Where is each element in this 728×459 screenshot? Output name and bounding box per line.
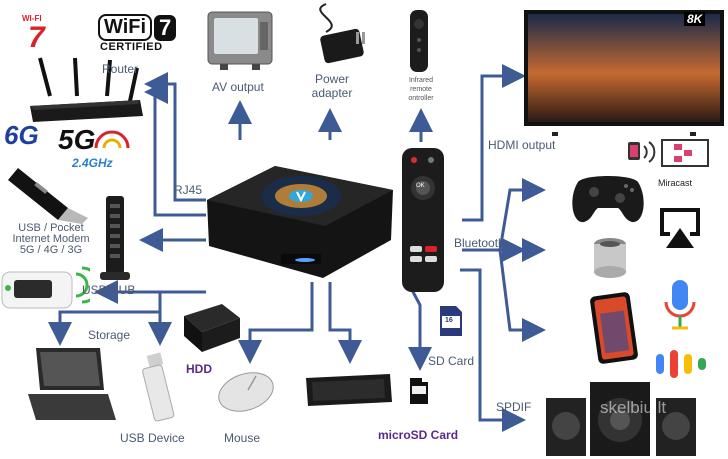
usb-modem-stick-image bbox=[8, 168, 88, 224]
8k-badge: 8K bbox=[684, 12, 706, 26]
usb-flash-drive-image bbox=[142, 352, 175, 422]
keyboard-image bbox=[306, 374, 392, 406]
crt-tv-image bbox=[207, 11, 273, 70]
6g-badge: 6G bbox=[4, 120, 39, 150]
usb-hub-label: USB HUB bbox=[82, 283, 136, 297]
miracast-label: Miracast bbox=[658, 178, 693, 188]
infrared-label: Infrared remote ontroller bbox=[398, 76, 444, 103]
power-adapter-image bbox=[319, 3, 365, 64]
usb-modem-line3: 5G / 4G / 3G bbox=[19, 244, 83, 256]
av-output-label: AV output bbox=[212, 80, 264, 94]
remote-control-image bbox=[402, 148, 444, 292]
tv-box-image bbox=[207, 166, 393, 278]
mouse-image bbox=[218, 372, 274, 412]
infrared-line3: ontroller bbox=[408, 95, 434, 102]
hdd-label: HDD bbox=[186, 362, 212, 376]
wifi-logo-number: 7 bbox=[154, 14, 177, 41]
mouse-label: Mouse bbox=[224, 431, 261, 445]
hdd-image bbox=[184, 304, 240, 352]
certified-text: CERTIFIED bbox=[100, 41, 163, 53]
microsd-card-label: microSD Card bbox=[378, 428, 459, 442]
power-adapter-label: Power adapter bbox=[306, 72, 358, 100]
usb-device-label: USB Device bbox=[120, 431, 185, 445]
arrow-storage-left bbox=[48, 292, 162, 346]
infrared-line2: remote bbox=[410, 86, 432, 93]
spdif-label: SPDIF bbox=[496, 400, 532, 414]
wifi-logo-text: WiFi bbox=[98, 14, 153, 41]
wifi-mini-label: WI-FI bbox=[22, 14, 42, 23]
usb-modem-line1: USB / Pocket bbox=[18, 222, 84, 234]
bluetooth-speaker-image bbox=[594, 238, 626, 278]
hdtv-image bbox=[524, 10, 724, 136]
arrow-router-2 bbox=[144, 80, 206, 217]
remote-ok-button: OK bbox=[416, 183, 425, 189]
wifi7-mini-badge: WI-FI 7 bbox=[22, 14, 62, 58]
sd-card-label: SD Card bbox=[428, 354, 475, 368]
gamepad-image bbox=[572, 176, 644, 223]
signal-arc-icon bbox=[94, 130, 130, 149]
google-mic-icon bbox=[664, 280, 696, 330]
usb-hub-image bbox=[100, 196, 130, 280]
sd-card-size: 16 bbox=[445, 317, 453, 324]
usb-modem-line2: Internet Modem bbox=[12, 233, 90, 245]
arrow-sd bbox=[408, 289, 432, 371]
infrared-line1: Infrared bbox=[408, 77, 434, 84]
airplay-icon bbox=[660, 208, 700, 248]
bluetooth-label: Bluetooth bbox=[454, 236, 505, 250]
spdif-speaker-system-image bbox=[546, 382, 696, 456]
smartphone-image bbox=[590, 292, 638, 364]
wifi7-certified-logo: WiFi 7 CERTIFIED bbox=[98, 14, 188, 58]
sd-card-image bbox=[440, 306, 462, 336]
router-image bbox=[30, 57, 143, 122]
usb-modem-label: USB / Pocket Internet Modem 5G / 4G / 3G bbox=[2, 223, 100, 256]
microsd-card-image bbox=[410, 378, 428, 404]
router-label: Router bbox=[102, 62, 139, 76]
arrow-mouse bbox=[238, 282, 314, 364]
google-assistant-icon bbox=[656, 350, 706, 378]
hdmi-output-label: HDMI output bbox=[488, 138, 556, 152]
ghz-text: 2.4GHz bbox=[72, 156, 113, 170]
laptop-image bbox=[28, 348, 116, 420]
5g-badge: 5G 2.4GHz bbox=[58, 126, 148, 180]
watermark: skelbiu.lt bbox=[600, 398, 667, 417]
arrow-spdif bbox=[460, 268, 526, 432]
miracast-icon bbox=[628, 139, 709, 167]
power-adapter-line2: adapter bbox=[311, 86, 353, 100]
infrared-remote-image bbox=[410, 10, 428, 72]
5g-text: 5G bbox=[58, 124, 96, 155]
pocket-modem-image bbox=[1, 266, 90, 309]
power-adapter-line1: Power bbox=[314, 72, 349, 86]
arrow-bt-bottom bbox=[498, 249, 546, 342]
arrow-bt-top bbox=[498, 178, 546, 251]
storage-label: Storage bbox=[88, 328, 131, 342]
rj45-label: RJ45 bbox=[174, 183, 203, 197]
arrow-hdmi bbox=[462, 64, 526, 222]
wifi-mini-number: 7 bbox=[28, 21, 45, 54]
arrow-keyboard bbox=[328, 282, 362, 364]
